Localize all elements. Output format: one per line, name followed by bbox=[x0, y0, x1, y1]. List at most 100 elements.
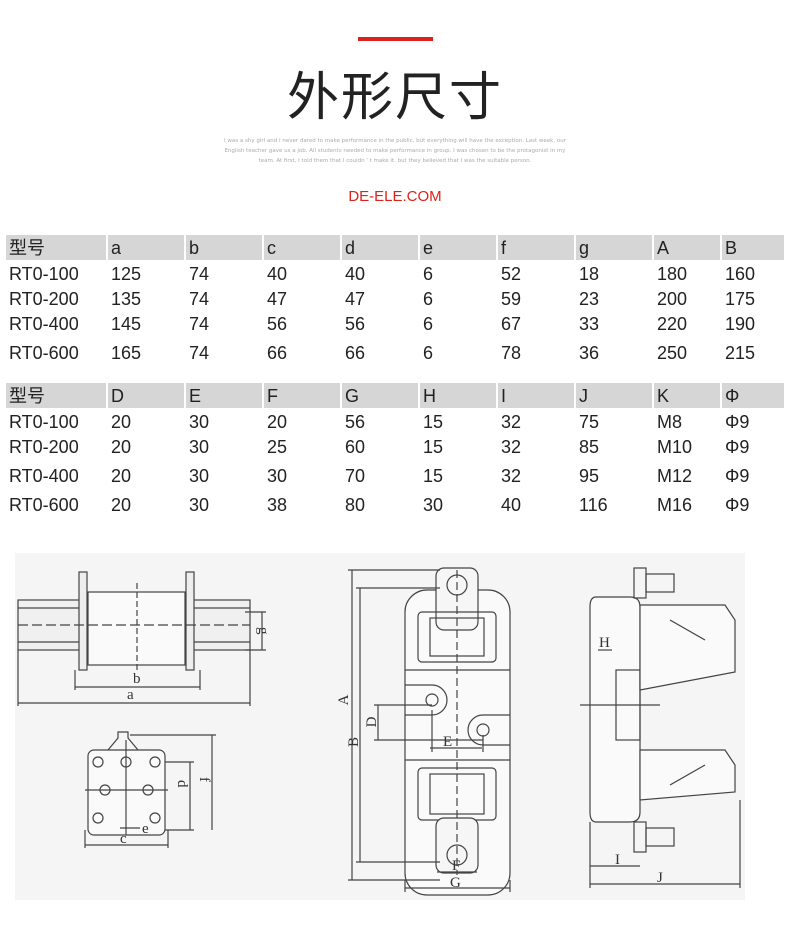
value-cell: 6 bbox=[423, 264, 434, 284]
label-e: e bbox=[142, 821, 149, 837]
header-cell: 型号 bbox=[6, 383, 106, 408]
value-cell: 32 bbox=[501, 466, 522, 486]
value-cell: 67 bbox=[501, 314, 522, 334]
header-cell: I bbox=[498, 383, 574, 408]
fuse-end-view: c e d f bbox=[84, 731, 216, 848]
label-I: I bbox=[615, 852, 620, 868]
label-G: G bbox=[450, 875, 461, 891]
label-b: b bbox=[133, 671, 141, 687]
value-cell: 23 bbox=[579, 289, 600, 309]
value-cell: 15 bbox=[423, 437, 444, 457]
header-cell: E bbox=[186, 383, 262, 408]
header-cell: d bbox=[342, 235, 418, 260]
label-d: d bbox=[174, 780, 190, 788]
value-cell: 70 bbox=[345, 466, 366, 486]
value-cell: 20 bbox=[111, 412, 132, 432]
value-cell: M12 bbox=[657, 466, 693, 486]
value-cell: 56 bbox=[345, 314, 366, 334]
value-cell: 32 bbox=[501, 412, 522, 432]
model-cell: RT0-400 bbox=[9, 466, 79, 486]
value-cell: 74 bbox=[189, 343, 210, 363]
value-cell: 200 bbox=[657, 289, 688, 309]
header-cell: e bbox=[420, 235, 496, 260]
header-cell: 型号 bbox=[6, 235, 106, 260]
value-cell: 6 bbox=[423, 343, 434, 363]
value-cell: 40 bbox=[345, 264, 366, 284]
value-cell: 33 bbox=[579, 314, 600, 334]
header-cell: A bbox=[654, 235, 720, 260]
header-cell: D bbox=[108, 383, 184, 408]
value-cell: 80 bbox=[345, 495, 366, 515]
base-front-view: A B D E F G bbox=[336, 567, 511, 896]
value-cell: Φ9 bbox=[725, 437, 750, 457]
value-cell: 220 bbox=[657, 314, 688, 334]
value-cell: 56 bbox=[345, 412, 366, 432]
value-cell: 250 bbox=[657, 343, 688, 363]
filler-paragraph: I was a shy girl and I never dared to ma… bbox=[224, 138, 566, 164]
value-cell: 15 bbox=[423, 466, 444, 486]
value-cell: 75 bbox=[579, 412, 600, 432]
value-cell: 160 bbox=[725, 264, 756, 284]
header-cell: K bbox=[654, 383, 720, 408]
value-cell: 20 bbox=[111, 466, 132, 486]
fuse-side-view: b a g bbox=[17, 571, 271, 706]
value-cell: M10 bbox=[657, 437, 693, 457]
value-cell: M8 bbox=[657, 412, 683, 432]
label-H: H bbox=[599, 635, 610, 651]
header-cell: Φ bbox=[722, 383, 784, 408]
page-title: 外形尺寸 bbox=[286, 68, 503, 128]
model-cell: RT0-100 bbox=[9, 264, 79, 284]
value-cell: 74 bbox=[189, 289, 210, 309]
value-cell: 20 bbox=[111, 437, 132, 457]
value-cell: 59 bbox=[501, 289, 522, 309]
value-cell: 30 bbox=[189, 437, 210, 457]
value-cell: Φ9 bbox=[725, 412, 750, 432]
value-cell: 30 bbox=[189, 466, 210, 486]
model-cell: RT0-200 bbox=[9, 437, 79, 457]
value-cell: 18 bbox=[579, 264, 600, 284]
value-cell: 56 bbox=[267, 314, 288, 334]
value-cell: 20 bbox=[267, 412, 288, 432]
label-D: D bbox=[364, 716, 380, 727]
header-cell: b bbox=[186, 235, 262, 260]
header-cell: J bbox=[576, 383, 652, 408]
value-cell: 135 bbox=[111, 289, 142, 309]
brand-link[interactable]: DE-ELE.COM bbox=[348, 188, 442, 205]
value-cell: 180 bbox=[657, 264, 688, 284]
value-cell: 6 bbox=[423, 289, 434, 309]
model-cell: RT0-600 bbox=[9, 495, 79, 515]
label-c: c bbox=[120, 831, 127, 847]
label-a: a bbox=[127, 687, 134, 703]
value-cell: 30 bbox=[423, 495, 444, 515]
label-A: A bbox=[336, 694, 352, 705]
value-cell: 36 bbox=[579, 343, 600, 363]
value-cell: 32 bbox=[501, 437, 522, 457]
header-cell: H bbox=[420, 383, 496, 408]
header-cell: B bbox=[722, 235, 784, 260]
value-cell: 165 bbox=[111, 343, 142, 363]
value-cell: 74 bbox=[189, 314, 210, 334]
model-cell: RT0-600 bbox=[9, 343, 79, 363]
value-cell: 215 bbox=[725, 343, 756, 363]
label-J: J bbox=[657, 870, 663, 886]
value-cell: 95 bbox=[579, 466, 600, 486]
value-cell: 60 bbox=[345, 437, 366, 457]
header-cell: g bbox=[576, 235, 652, 260]
label-E: E bbox=[443, 734, 452, 750]
value-cell: 40 bbox=[267, 264, 288, 284]
value-cell: 175 bbox=[725, 289, 756, 309]
value-cell: 30 bbox=[189, 495, 210, 515]
header-cell: f bbox=[498, 235, 574, 260]
value-cell: 25 bbox=[267, 437, 288, 457]
label-B: B bbox=[346, 737, 362, 747]
value-cell: 47 bbox=[345, 289, 366, 309]
value-cell: 78 bbox=[501, 343, 522, 363]
